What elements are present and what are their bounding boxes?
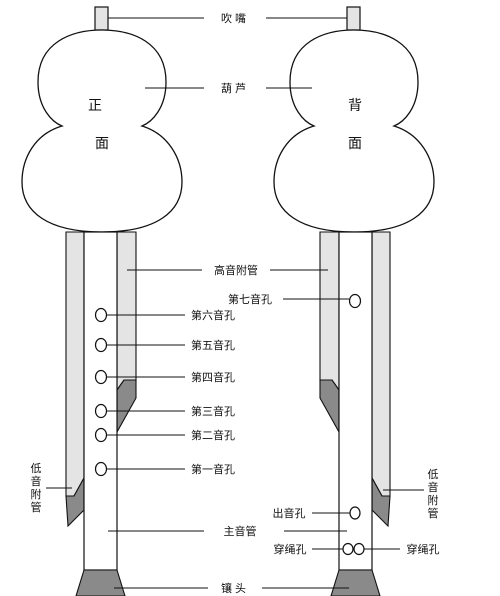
label-low-pipe-left-1: 低 [31,462,42,475]
back-hole-7 [348,293,362,309]
part-labels: 吹嘴 葫芦 高音附管 第七音孔 第六音孔 第五音孔 第四音孔 第三音孔 第二音孔… [31,12,440,595]
back-inlay [330,569,381,596]
label-hole-5: 第五音孔 [191,338,235,352]
label-hole-7: 第七音孔 [228,292,272,306]
back-high-pipe-left-shade [319,379,340,435]
label-outlet-hole: 出音孔 [273,506,306,520]
front-mouthpiece [94,6,109,31]
label-low-pipe-right-3: 附 [428,493,439,507]
front-hole-1 [94,461,108,477]
label-cord-hole-right: 穿绳孔 [407,542,440,556]
leader-lines [46,17,424,589]
back-cord-hole-left [342,542,354,556]
back-low-pipe-right [371,231,391,497]
back-cord-hole-right [353,542,365,556]
label-inlay: 镶头 [221,581,249,595]
label-low-pipe-left-4: 管 [31,500,42,514]
label-hole-3: 第三音孔 [191,404,235,418]
front-hole-5 [94,337,108,353]
back-view: 背 面 [273,6,435,596]
front-view-label-2: 面 [95,136,109,152]
label-hole-1: 第一音孔 [191,462,235,476]
label-main-pipe: 主音管 [224,524,257,538]
front-hole-2 [94,427,108,443]
label-low-pipe-right-1: 低 [428,468,439,481]
front-inlay [75,569,126,596]
label-hole-4: 第四音孔 [191,370,235,384]
label-low-pipe-right-2: 音 [428,480,439,494]
front-hole-3 [94,403,108,419]
back-gourd [273,29,435,233]
label-hole-6: 第六音孔 [191,308,235,322]
back-view-label-1: 背 [348,98,362,114]
label-cord-hole-left: 穿绳孔 [274,542,307,556]
front-view-label-1: 正 [88,98,102,114]
front-hole-4 [94,369,108,385]
label-hole-2: 第二音孔 [191,428,235,442]
back-outlet-hole [349,506,361,520]
front-main-pipe [83,231,118,571]
front-low-pipe-left [65,231,85,497]
front-hole-6 [94,307,108,323]
back-high-pipe-left [319,231,340,392]
label-high-pipe: 高音附管 [214,263,258,277]
back-mouthpiece [346,6,361,31]
label-low-pipe-right-4: 管 [428,506,439,520]
front-view: 正 面 [21,6,183,596]
label-gourd: 葫芦 [221,82,249,95]
front-high-pipe-right-shade [116,379,137,435]
label-low-pipe-left-3: 附 [31,487,42,501]
front-high-pipe-right [116,231,137,392]
back-view-label-2: 面 [348,136,362,152]
label-low-pipe-left-2: 音 [31,474,42,488]
front-gourd [21,29,183,233]
label-mouthpiece: 吹嘴 [221,12,249,25]
